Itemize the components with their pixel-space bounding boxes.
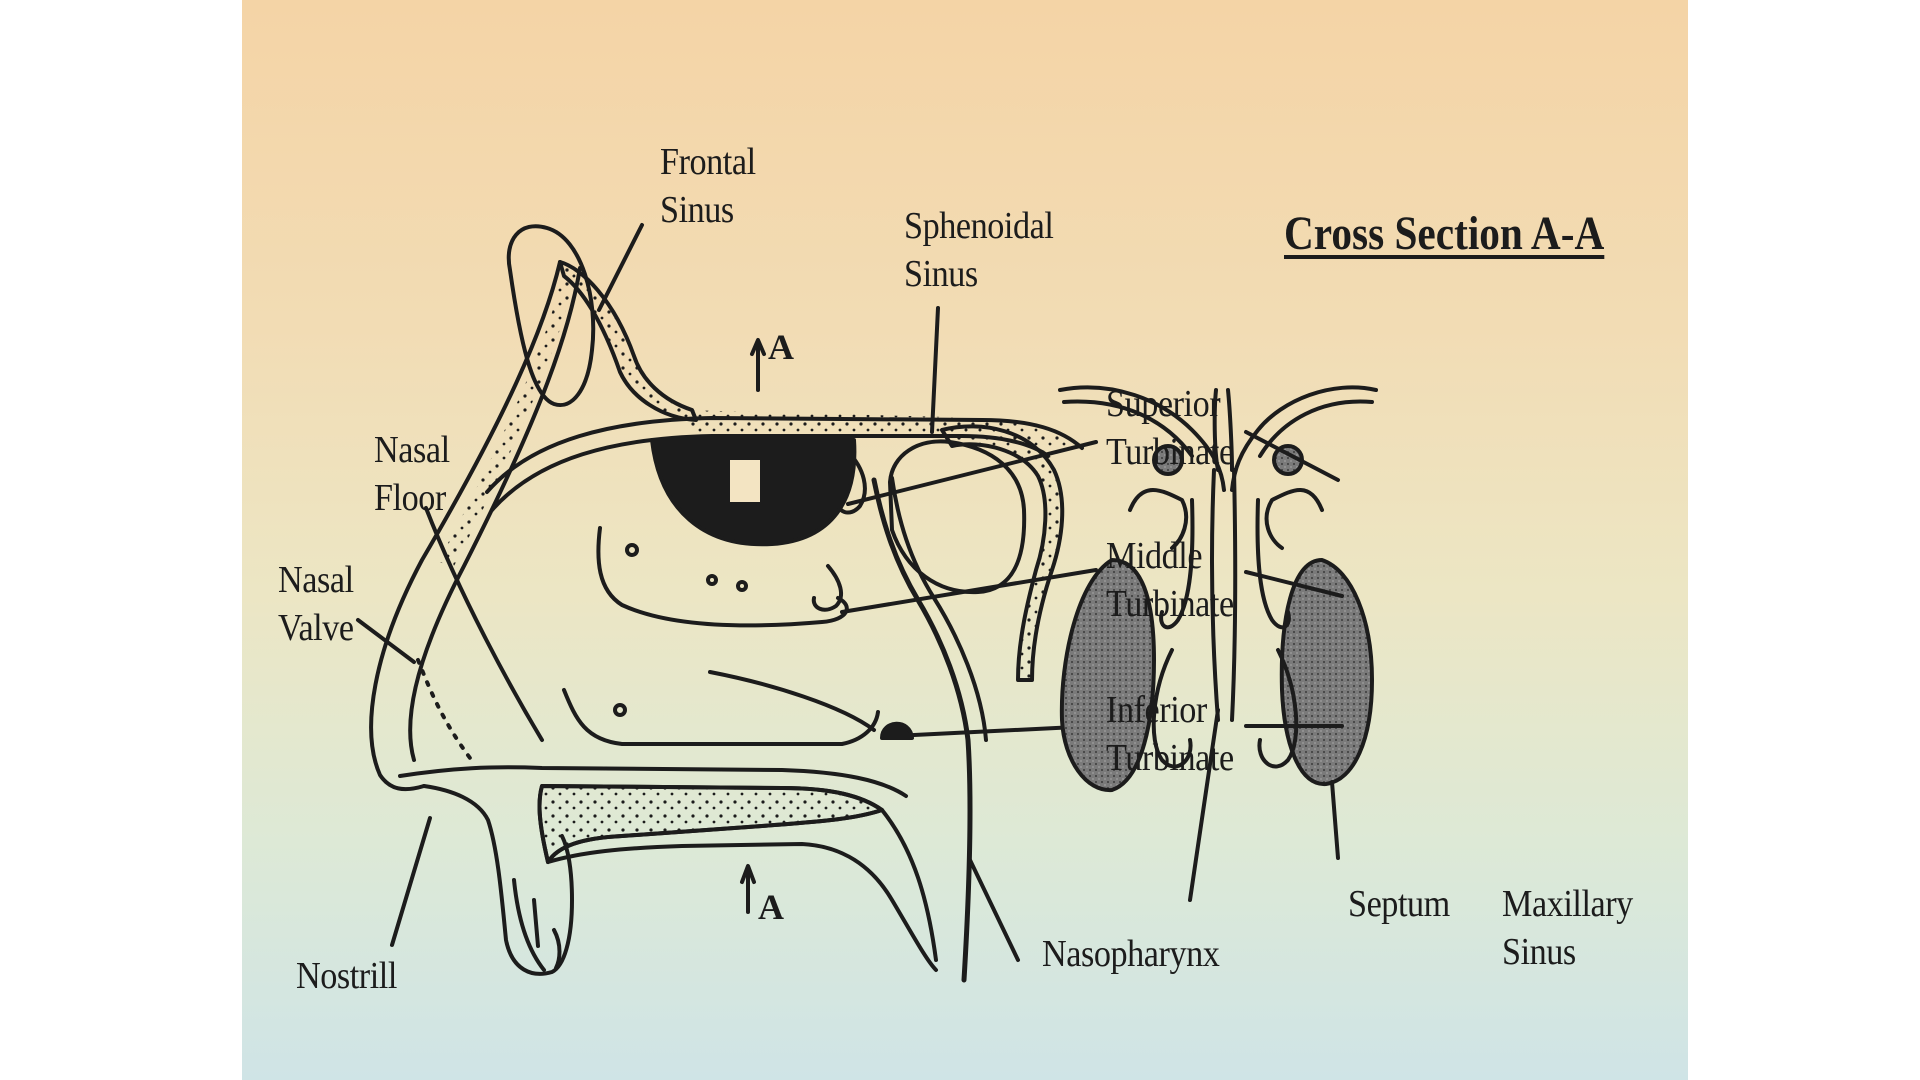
nasal-floor-label-line-1: Nasal [374, 429, 450, 471]
nasal-valve-label-line-2: Valve [278, 607, 354, 649]
superior-turbinate-label: Superior Turbinate [1106, 380, 1234, 476]
septum-label: Septum [1348, 883, 1450, 925]
sphenoidal-sinus-label: Sphenoidal Sinus [904, 202, 1054, 298]
cs-superior-pointer [1244, 430, 1340, 482]
right-middle-turbinate-section [1255, 498, 1291, 630]
meatus-dot-3 [736, 580, 748, 592]
middle-turbinate-shape [596, 526, 849, 628]
maxillary-pointer [1330, 780, 1340, 860]
left-inferior-turbinate-section [1151, 648, 1193, 769]
sphenoidal-sinus-label-line-2: Sinus [904, 253, 978, 295]
nasal-floor-label-line-2: Floor [374, 477, 446, 519]
posterior-wall-inner [890, 476, 988, 742]
lip-teeth [512, 878, 562, 972]
turbinate-curl [835, 450, 867, 515]
meatus-dot-2 [706, 574, 718, 586]
nasal-floor-line [398, 765, 908, 798]
maxillary-sinus-label-line-1: Maxillary [1502, 883, 1633, 925]
diagram-slide: Frontal Sinus Sphenoidal Sinus Superior … [242, 0, 1688, 1080]
frontal-sinus-label: Frontal Sinus [660, 138, 756, 234]
nasal-floor-arrow [424, 506, 544, 742]
nasal-valve-line [416, 658, 472, 760]
upper-lip [422, 784, 574, 976]
inferior-turbinate-upper [708, 670, 876, 732]
oral-roof [546, 842, 938, 972]
sphenoid-sinus-cavity [888, 439, 1027, 595]
nasal-floor-label: Nasal Floor [374, 426, 450, 522]
nostrill-label: Nostrill [296, 955, 397, 997]
left-ethmoid-wall [1128, 488, 1189, 550]
superior-turbinate-label-line-2: Turbinate [1106, 431, 1234, 473]
sagittal-view [356, 223, 1098, 983]
palate-outline [537, 784, 884, 864]
frontal-sinus-arrow [597, 223, 644, 312]
inferior-turbinate-shape [562, 688, 880, 746]
left-arch-inner [1062, 399, 1194, 458]
sphenoidal-sinus-arrow [930, 306, 940, 434]
left-maxillary-sinus [1059, 558, 1156, 793]
septum-pointer [1188, 708, 1220, 902]
frontal-sinus-label-line-2: Sinus [660, 189, 734, 231]
section-arrow-bottom-head [740, 864, 756, 884]
nose-inner-profile [408, 266, 582, 762]
meatus-dot-1 [625, 543, 639, 557]
nose-outer-profile [369, 260, 562, 792]
maxillary-sinus-label: Maxillary Sinus [1502, 880, 1633, 976]
left-ethmoid-cell [1152, 444, 1184, 476]
inferior-turbinate-label: Inferior Turbinate [1106, 686, 1234, 782]
nasal-valve-label-line-1: Nasal [278, 559, 354, 601]
nasopharynx-arrow [968, 858, 1020, 962]
frontal-sinus-label-line-1: Frontal [660, 141, 756, 183]
cs-middle-pointer [1244, 570, 1344, 598]
right-arch [1230, 385, 1378, 492]
septum [1209, 468, 1238, 722]
section-arrow-top-head [750, 338, 766, 356]
superior-turbinate-label-line-1: Superior [1106, 383, 1221, 425]
middle-pointer [840, 568, 1098, 614]
nasopharynx-label: Nasopharynx [1042, 933, 1220, 975]
middle-turbinate-label-line-2: Turbinate [1106, 583, 1234, 625]
inferior-dot [613, 703, 627, 717]
soft-palate [880, 808, 938, 962]
nasal-valve-arrow [356, 618, 416, 664]
turbinate-highlight [730, 460, 760, 502]
sphenoid-bone [940, 424, 1065, 682]
maxillary-sinus-label-line-2: Sinus [1502, 931, 1576, 973]
middle-turbinate-hook [811, 564, 844, 612]
nostrill-arrow [390, 816, 432, 947]
cross-section-title: Cross Section A-A [1284, 207, 1605, 260]
roof-bone-band [682, 410, 1080, 458]
bridge-bone [438, 265, 576, 566]
cross-section-view [1058, 385, 1378, 902]
left-middle-turbinate-section [1159, 498, 1195, 630]
superior-pointer [846, 440, 1098, 506]
section-marker-bottom: A [758, 887, 784, 927]
right-inferior-turbinate-section [1257, 648, 1299, 769]
frontal-bone [558, 260, 698, 422]
crista [1212, 388, 1234, 472]
middle-turbinate-label: Middle Turbinate [1106, 532, 1234, 628]
middle-turbinate-label-line-1: Middle [1106, 535, 1203, 577]
section-marker-top: A [768, 327, 794, 367]
inferior-turbinate-label-line-1: Inferior [1106, 689, 1207, 731]
sphenoidal-sinus-label-line-1: Sphenoidal [904, 205, 1054, 247]
frontal-sinus-cavity [506, 224, 596, 408]
nasal-valve-label: Nasal Valve [278, 556, 354, 652]
inferior-turbinate-label-line-2: Turbinate [1106, 737, 1234, 779]
right-ethmoid-wall [1264, 488, 1324, 550]
nasal-anatomy-drawing [356, 223, 1378, 983]
